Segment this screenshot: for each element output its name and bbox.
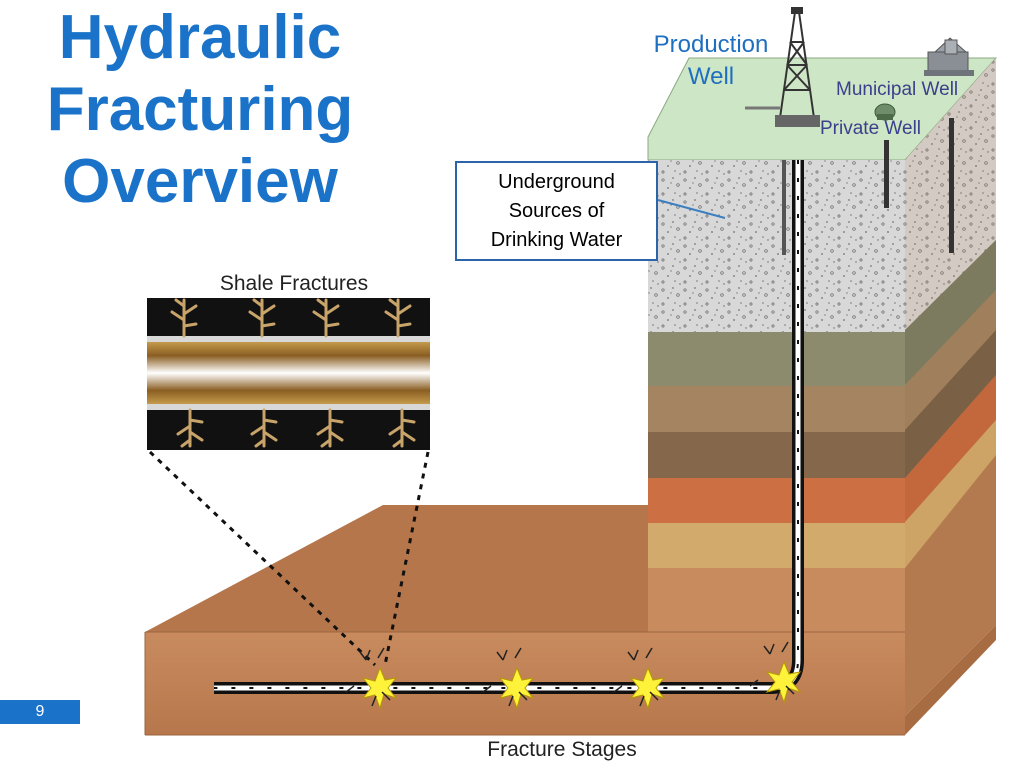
municipal-well-pipe xyxy=(949,118,954,253)
stratum-1 xyxy=(648,332,905,386)
title-line-3: Overview xyxy=(62,147,338,216)
derrick-base xyxy=(775,115,820,127)
municipal-well-icon xyxy=(924,37,974,76)
aquifer-layer xyxy=(648,160,905,332)
slide-title: Hydraulic Fracturing Overview xyxy=(20,2,380,218)
fracture-stages-label: Fracture Stages xyxy=(487,738,636,761)
private-well-pipe xyxy=(884,140,889,208)
shale-fractures-inset xyxy=(147,298,430,450)
shale-slab-top xyxy=(145,505,648,632)
fracture-stage-3 xyxy=(613,647,666,710)
stratum-2 xyxy=(648,386,905,432)
production-well-label-line-2: Well xyxy=(688,63,734,90)
municipal-well-label: Municipal Well xyxy=(836,79,958,100)
fracture-stage-2 xyxy=(482,647,535,710)
production-well-derrick xyxy=(779,7,815,119)
page-number: 9 xyxy=(0,700,80,724)
fracture-stage-1 xyxy=(345,647,398,710)
well-pipe-small xyxy=(782,160,786,255)
usdw-line-2: Sources of xyxy=(508,199,605,222)
title-line-2: Fracturing xyxy=(46,75,354,144)
private-well-icon xyxy=(874,103,896,121)
usdw-callout: Underground Sources of Drinking Water xyxy=(455,161,658,261)
usdw-line-1: Underground xyxy=(498,170,615,193)
stratum-3 xyxy=(648,432,905,478)
fracture-stage-4 xyxy=(749,641,802,704)
inset-leader-right xyxy=(383,451,430,666)
shale-fractures-label: Shale Fractures xyxy=(220,272,368,295)
private-well-label: Private Well xyxy=(820,118,921,139)
inset-leader-left xyxy=(148,450,377,667)
production-well-label-line-1: Production xyxy=(654,31,769,58)
stratum-5 xyxy=(648,523,905,568)
title-line-1: Hydraulic xyxy=(58,3,342,72)
usdw-line-3: Drinking Water xyxy=(490,228,623,251)
usdw-pointer xyxy=(657,199,726,219)
stratum-4 xyxy=(648,478,905,523)
